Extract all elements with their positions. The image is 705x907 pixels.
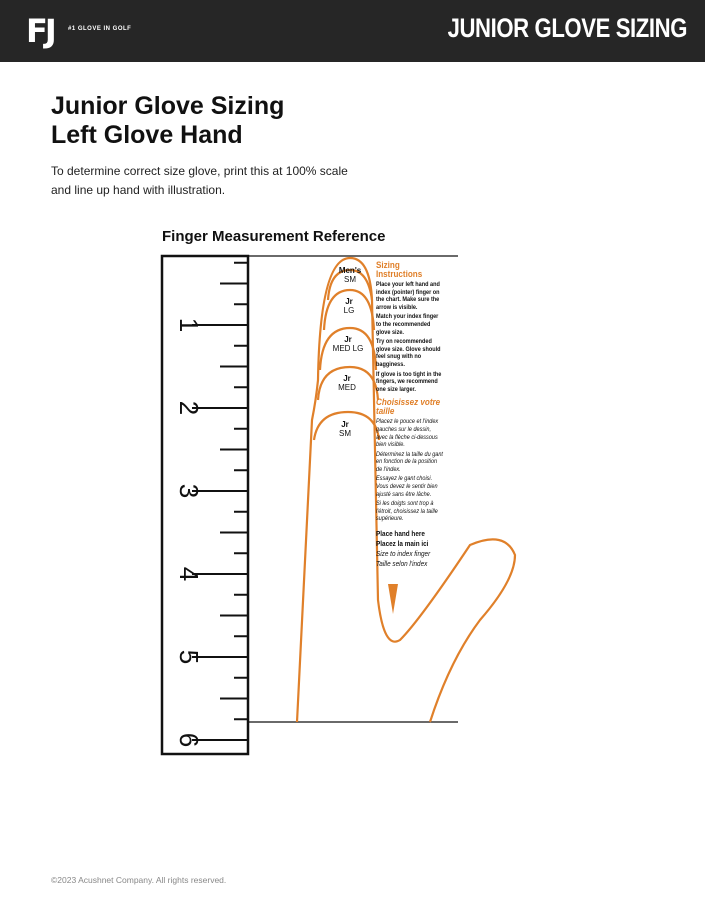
ruler-frame <box>160 254 250 756</box>
intro-line-2: and line up hand with illustration. <box>51 183 226 197</box>
size-label-bottom: SM <box>344 275 356 284</box>
size-label-top: Men's <box>338 266 362 275</box>
place-hand-en: Place hand here <box>376 529 425 539</box>
size-label-bottom: MED <box>338 383 356 392</box>
hand-outline <box>295 256 517 723</box>
size-note-en: Size to index finger <box>376 549 431 559</box>
instruction-fr: Placez le pouce et l'index gauches sur l… <box>376 418 439 449</box>
instruction-fr: Déterminez la taille du gant en fonction… <box>376 450 443 473</box>
ruler-number: 4 <box>174 567 204 581</box>
size-label-bottom: SM <box>339 429 351 438</box>
header: FJ #1 GLOVE IN GOLF JUNIOR GLOVE SIZING <box>0 0 705 62</box>
sizing-instructions: Sizing Instructions Place your left hand… <box>376 261 444 569</box>
title-line-1: Junior Glove Sizing <box>51 92 285 120</box>
footer-copyright: ©2023 Acushnet Company. All rights reser… <box>51 875 227 885</box>
size-note-fr: Taille selon l'index <box>376 559 428 569</box>
intro-text: To determine correct size glove, print t… <box>51 162 348 200</box>
arrow-icon <box>388 584 398 614</box>
brand-logo: FJ <box>26 12 57 50</box>
instructions-title-fr: Choisissez votre taille <box>376 397 441 418</box>
intro-line-1: To determine correct size glove, print t… <box>51 164 348 178</box>
size-label-top: Jr <box>341 420 349 429</box>
title-line-2: Left Glove Hand <box>51 121 243 149</box>
size-label-top: Jr <box>343 374 351 383</box>
instruction-en: Try on recommended glove size. Glove sho… <box>376 338 441 368</box>
size-label-bottom: MED LG <box>332 344 364 353</box>
chart-title: Finger Measurement Reference <box>162 228 386 245</box>
ruler-number: 1 <box>174 318 204 332</box>
ruler-number: 3 <box>174 484 204 498</box>
instruction-fr: Essayez le gant choisi. Vous devez le se… <box>376 475 438 498</box>
brand-tagline: #1 GLOVE IN GOLF <box>68 26 132 32</box>
instruction-en: Match your index finger to the recommend… <box>376 313 439 336</box>
ruler-number: 6 <box>174 733 204 747</box>
instruction-fr: Si les doigts sont trop à l'étroit, choi… <box>376 500 438 523</box>
instruction-en: If glove is too tight in the fingers, we… <box>376 370 442 393</box>
header-title: JUNIOR GLOVE SIZING <box>447 13 688 43</box>
size-label-bottom: LG <box>343 306 355 315</box>
instruction-en: Place your left hand and index (pointer)… <box>376 281 440 311</box>
place-hand-fr: Placez la main ici <box>376 539 429 549</box>
size-label-top: Jr <box>345 297 353 306</box>
ruler: 1 2 3 4 5 6 <box>160 254 250 756</box>
size-label-top: Jr <box>344 335 352 344</box>
ruler-number: 5 <box>174 650 204 664</box>
ruler-number: 2 <box>174 401 204 415</box>
instructions-title-en: Sizing Instructions <box>376 260 423 280</box>
